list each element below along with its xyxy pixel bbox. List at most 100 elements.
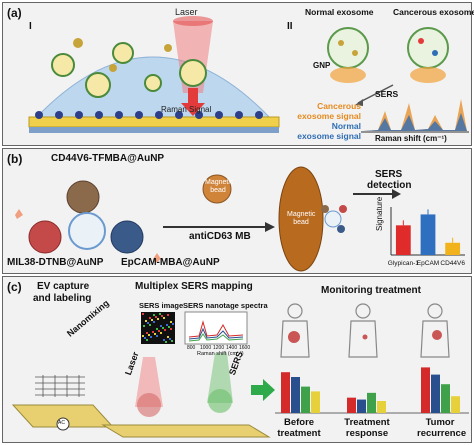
monitoring-bars (281, 367, 460, 413)
sers-pixel (149, 317, 151, 319)
hotspot-green (208, 389, 232, 413)
ac-label: AC (58, 420, 65, 426)
sers-pixel (146, 339, 148, 341)
sers-pixel (159, 313, 161, 315)
laser-label: Laser (175, 7, 198, 17)
exosome-4 (144, 74, 162, 92)
substrate-particle (55, 111, 63, 119)
probe-top-label: CD44V6-TFMBA@AuNP (51, 153, 165, 164)
group-2-line1: Treatment (344, 417, 390, 428)
sers-pixel (169, 338, 171, 340)
gnp-1 (73, 38, 83, 48)
captured-exosome (324, 210, 342, 228)
ac-source (56, 417, 70, 431)
chart-category-label: Glypican-1 (388, 260, 419, 267)
sers-pixel (153, 321, 155, 323)
mapping-substrate (101, 424, 271, 438)
group-1-line2: treatment (277, 428, 321, 439)
star-2 (153, 253, 161, 263)
monitoring-label: Monitoring treatment (321, 285, 421, 296)
probe-right-label: EpCAM-MBA@AuNP (121, 257, 220, 268)
substrate-particle (195, 111, 203, 119)
chart-bar (445, 242, 461, 255)
signature-axis-label: Signature (375, 196, 384, 231)
monitor-bar (347, 397, 356, 413)
monitor-bar (377, 401, 386, 413)
monitor-bar (357, 399, 366, 413)
sers-pixel (151, 319, 153, 321)
spectrum-red (188, 320, 244, 338)
sers-pixel (160, 332, 162, 334)
exosome-3 (112, 42, 134, 64)
body-outlines (280, 303, 450, 358)
base-layer (29, 127, 279, 133)
panel-a-graphic (28, 16, 469, 133)
raman-arrow-head (181, 103, 205, 116)
group-1-line1: Before (283, 417, 315, 428)
gnp-label: GNP (313, 61, 331, 70)
raman-tick-label: 800 (187, 345, 196, 351)
sers-pixel (161, 315, 163, 317)
sers-pixel (146, 332, 148, 334)
multiplex-label: Multiplex SERS mapping (135, 281, 253, 292)
probe-top-graphic (66, 180, 100, 214)
raman-tick-label: 1600 (239, 345, 251, 351)
sers-detection-line1: SERS (375, 169, 403, 180)
sers-pixel (162, 327, 164, 329)
probe-left-graphic (28, 220, 62, 254)
captured-probe-1 (321, 205, 329, 213)
panel-b-label: (b) (7, 152, 23, 166)
sers-pixel (144, 337, 146, 339)
substrate-particle (135, 111, 143, 119)
spectrum-green (188, 333, 244, 342)
substrate-particle (75, 111, 83, 119)
sers-pixel (171, 340, 173, 342)
sers-pixel (158, 330, 160, 332)
chart-bar (395, 225, 411, 255)
sers-pixel (154, 333, 156, 335)
monitor-bar (291, 377, 300, 413)
chart-bar (420, 214, 436, 255)
laser-beam-c (135, 357, 163, 407)
section-i-label: I (29, 21, 32, 32)
sers-pixel (168, 326, 170, 328)
normal-spectrum (363, 113, 467, 131)
cancerous-hotspot (410, 67, 446, 83)
raman-signal-label: Raman Signal (161, 105, 212, 114)
panel-c: (c) EV capture and labeling Nanomixing M… (2, 276, 472, 443)
substrate-particle (215, 111, 223, 119)
sers-detection-line2: detection (367, 180, 412, 191)
substrate-particle (255, 111, 263, 119)
sers-beam-c (207, 353, 233, 403)
sers-image-label: SERS image (139, 301, 184, 310)
sers-pixel (172, 323, 174, 325)
captured-probe-2 (337, 225, 345, 233)
magnetic-bead-large-label: Magnetic bead (287, 211, 316, 226)
raman-tick-label: 1400 (226, 345, 238, 351)
monitor-bar (367, 392, 376, 413)
spectrum-blue (188, 327, 244, 340)
marker-c1 (418, 38, 424, 44)
sers-pixel (164, 329, 166, 331)
gold-substrate (28, 116, 280, 128)
sers-pixel (148, 334, 150, 336)
monitor-bar (431, 374, 440, 413)
probe-left-label: MIL38-DTNB@AuNP (7, 257, 104, 268)
cancerous-signal-line2: exosome signal (297, 111, 361, 121)
arrow-2-head (392, 189, 401, 199)
substrate-particle (35, 111, 43, 119)
raman-arrow-shaft (188, 88, 198, 103)
substrate-particle (175, 111, 183, 119)
raman-tick-label: 1000 (200, 345, 212, 351)
sers-arrow (357, 84, 394, 104)
raman-shift-label: Raman shift (cm⁻¹) (375, 134, 447, 143)
monitor-bar (281, 372, 290, 413)
gnp-n1 (338, 40, 344, 46)
cancerous-spectrum (363, 99, 467, 131)
sers-pixel (153, 314, 155, 316)
ev-capture-line2: and labeling (33, 293, 92, 304)
sers-pixel (152, 331, 154, 333)
sers-pixel (143, 325, 145, 327)
magnetic-bead-large (278, 166, 324, 272)
